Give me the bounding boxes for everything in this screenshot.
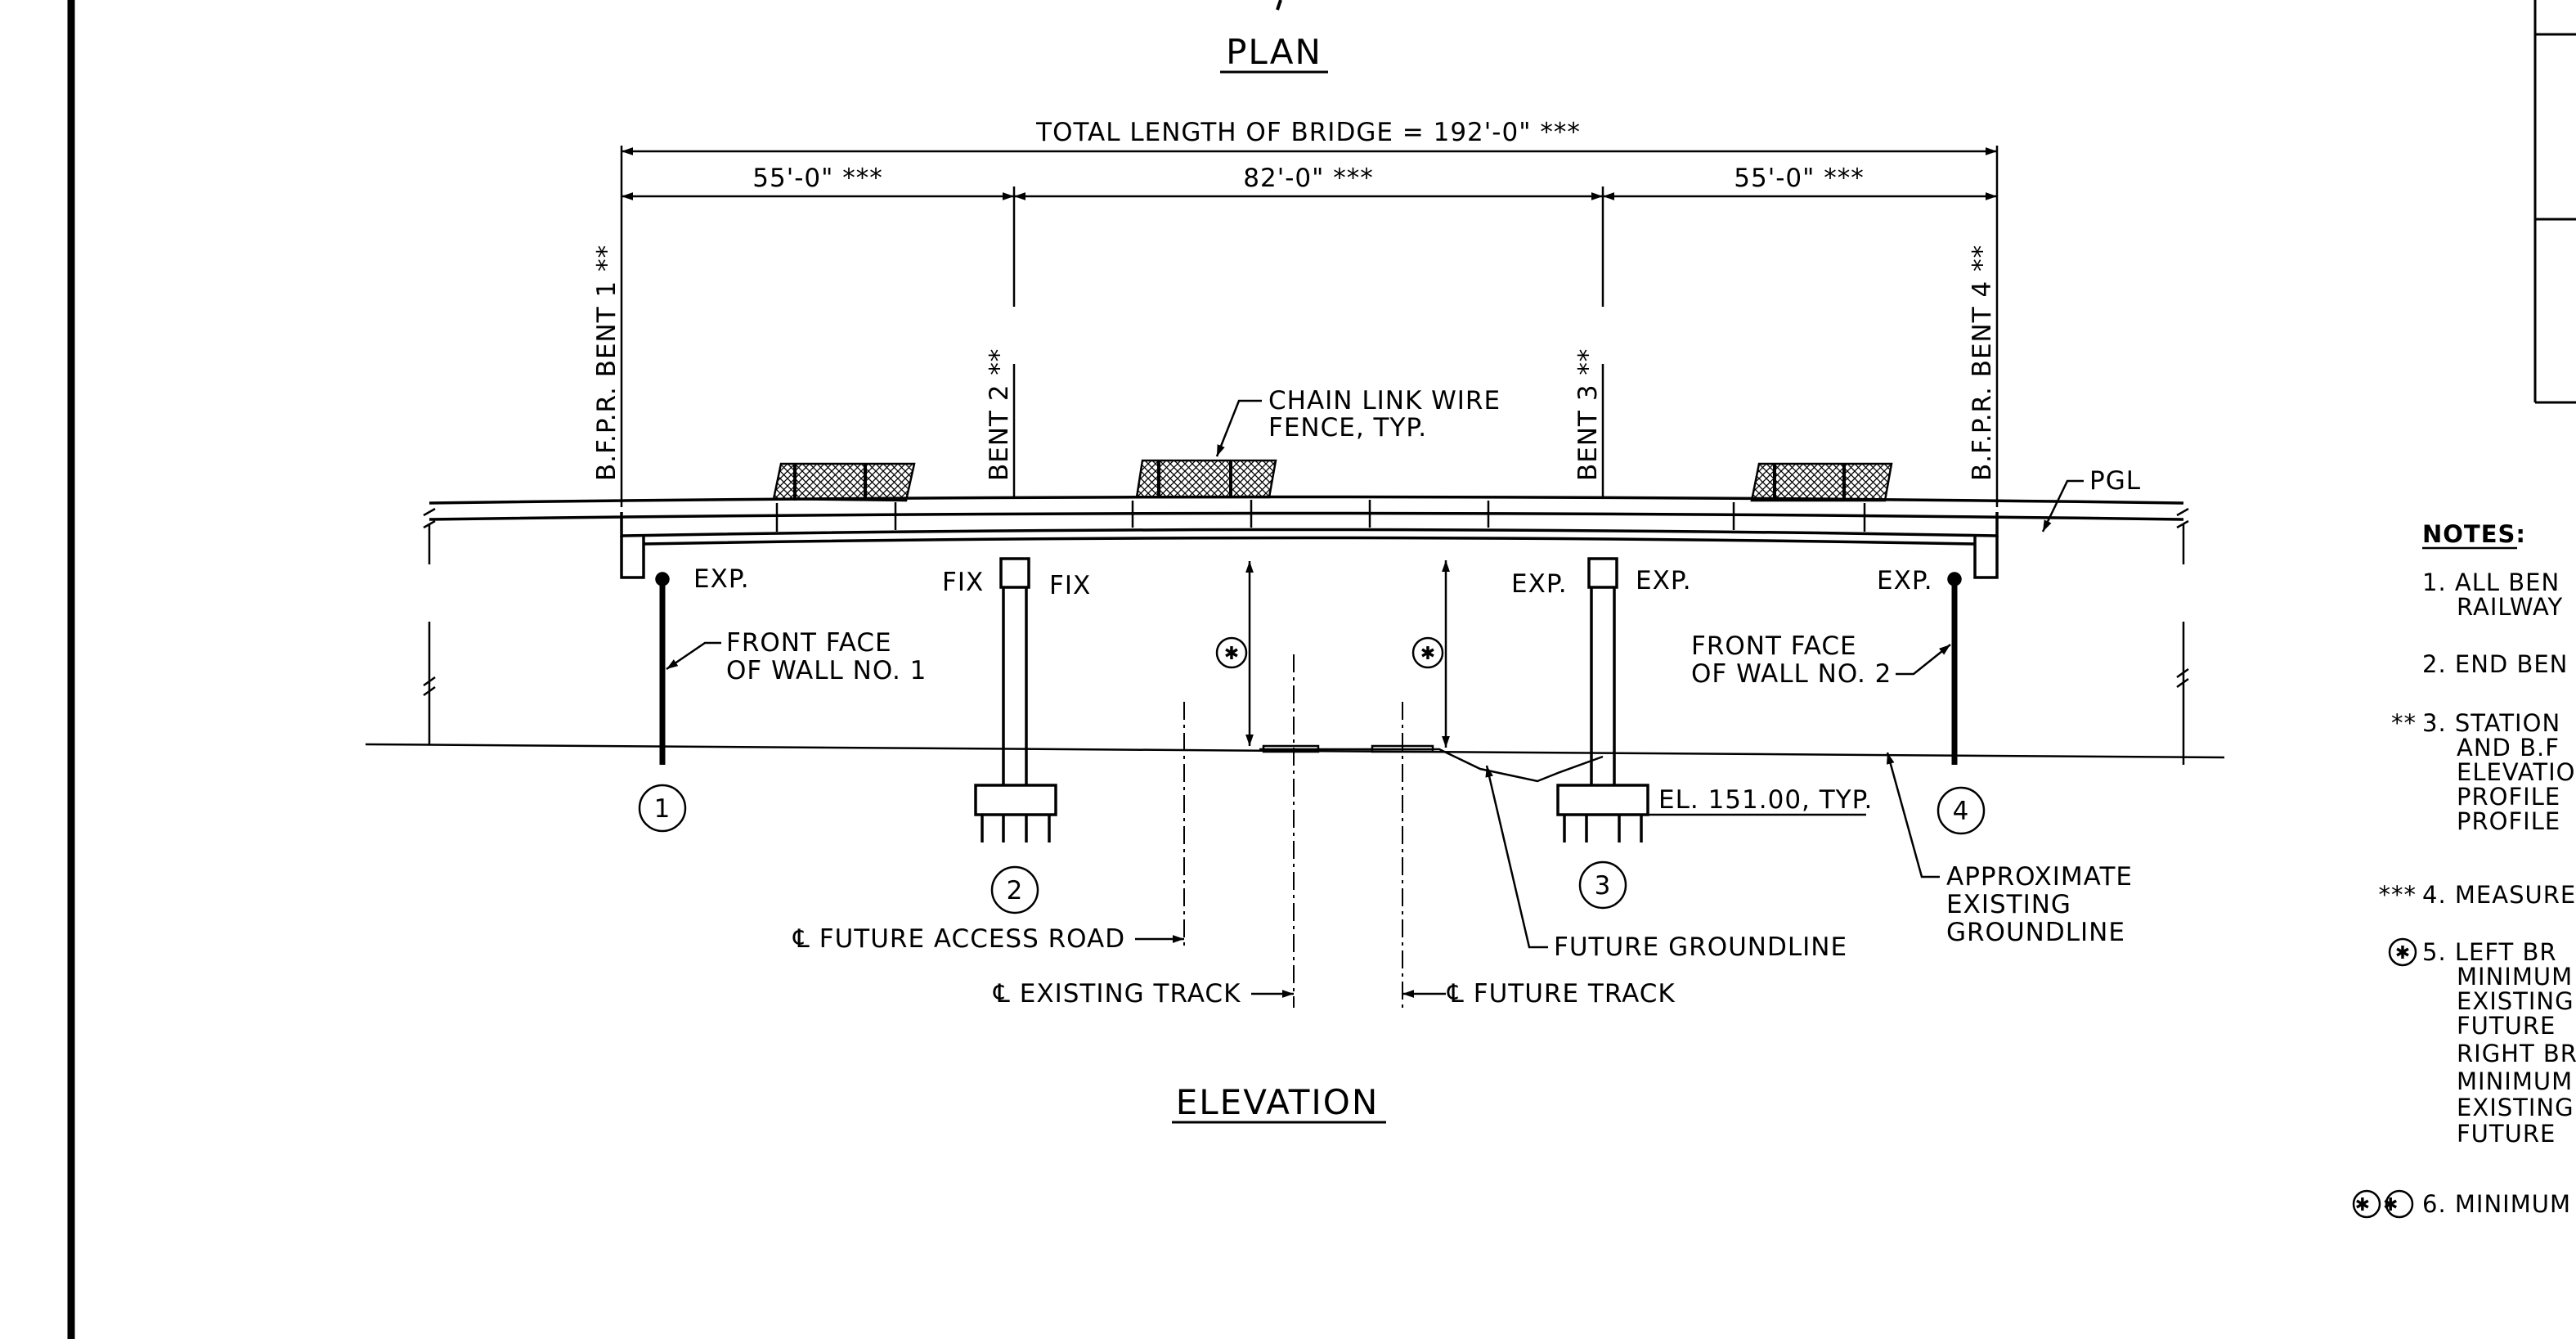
bearing-fix-bent2-right: FIX	[1049, 571, 1091, 600]
future-groundline	[1259, 748, 1604, 783]
bent-number-2: 2	[1007, 876, 1024, 905]
elevation-title: ELEVATION	[1176, 1082, 1380, 1122]
existing-track-callout: ℄ EXISTING TRACK	[993, 979, 1241, 1009]
note-3-line1: 3. STATION	[2422, 709, 2560, 737]
note-6-marker-circle-a	[2352, 1189, 2381, 1219]
approx-groundline-line1: APPROXIMATE	[1946, 862, 2133, 892]
bent-number-3: 3	[1595, 871, 1612, 901]
note-4-line1: 4. MEASURE	[2422, 881, 2576, 909]
span1-dimension: 55'-0" ***	[752, 164, 883, 193]
pgl-label: PGL	[2089, 466, 2141, 496]
total-length-dimension: TOTAL LENGTH OF BRIDGE = 192'-0" ***	[1035, 118, 1581, 147]
bent-3-column	[1556, 557, 1649, 842]
elevation-callout: EL. 151.00, TYP.	[1658, 785, 1873, 815]
top-mark	[1276, 0, 1282, 11]
span2-dimension: 82'-0" ***	[1243, 164, 1374, 193]
existing-groundline	[365, 622, 2225, 765]
bearing-exp-bent3-left: EXP.	[1511, 569, 1568, 599]
note-5-line2: MINIMUM	[2457, 963, 2573, 991]
span3-dimension: 55'-0" ***	[1734, 164, 1865, 193]
fence-callout-line1: CHAIN LINK WIRE	[1268, 386, 1501, 416]
wall1-leader	[666, 641, 721, 671]
dimension-lines	[620, 146, 1999, 507]
bearing-exp-bent4: EXP.	[1877, 566, 1933, 595]
track-rails	[1262, 744, 1434, 753]
note-5-marker-circle	[2388, 937, 2417, 967]
bent-number-circles	[638, 784, 1986, 914]
note-3-line3: ELEVATIO	[2457, 758, 2575, 786]
deck-break-lines	[423, 507, 2189, 564]
clearance-symbol-left: ✱	[1224, 644, 1239, 664]
note-5-marker: ✱	[2395, 943, 2410, 964]
note-5-line4: FUTURE	[2457, 1012, 2556, 1040]
note-5-line7: EXISTING	[2457, 1094, 2574, 1121]
chain-link-fence	[772, 459, 1893, 502]
notes-heading: NOTES:	[2422, 520, 2526, 548]
note-3-marker: **	[2391, 709, 2417, 737]
note-6-line1: 6. MINIMUM	[2422, 1190, 2571, 1218]
approx-groundline-leader	[1886, 752, 1940, 878]
note-3-line2: AND B.F	[2457, 734, 2560, 762]
deck-panel-joints	[775, 500, 1866, 532]
bearing-exp-bent3-right: EXP.	[1636, 566, 1692, 595]
wall1-callout-line1: FRONT FACE	[726, 628, 892, 658]
note-3-line4: PROFILE	[2457, 783, 2560, 811]
note-6-marker-circle-b	[2385, 1189, 2414, 1219]
note-2-line1: 2. END BEN	[2422, 650, 2568, 678]
bent4-label: B.F.P.R. BENT 4 **	[1968, 245, 1997, 481]
pgl-leader	[2041, 479, 2084, 532]
approx-groundline-line3: GROUNDLINE	[1946, 918, 2125, 947]
bearing-exp-bent1: EXP.	[693, 564, 750, 594]
end-bent-1	[620, 536, 670, 765]
wall2-callout-line1: FRONT FACE	[1691, 631, 1857, 661]
note-3-line5: PROFILE	[2457, 807, 2560, 835]
wall2-callout-line2: OF WALL NO. 2	[1691, 659, 1892, 689]
clearance-symbol-right: ✱	[1420, 644, 1435, 664]
future-groundline-leader	[1485, 765, 1548, 949]
bent-number-4: 4	[1953, 797, 1970, 826]
bridge-deck	[429, 495, 2184, 546]
note-5-line8: FUTURE	[2457, 1120, 2556, 1148]
note-5-line3: EXISTING	[2457, 987, 2574, 1015]
access-road-callout: ℄ FUTURE ACCESS ROAD	[792, 924, 1125, 954]
note-6-marker: ✱✱	[2355, 1195, 2412, 1215]
note-4-marker: ***	[2379, 881, 2417, 909]
bent3-label: BENT 3 **	[1573, 348, 1603, 481]
bent-number-1: 1	[654, 794, 671, 824]
end-bent-4	[1947, 536, 1999, 765]
future-track-callout: ℄ FUTURE TRACK	[1447, 979, 1676, 1009]
plan-title: PLAN	[1226, 32, 1322, 72]
centerlines	[1183, 654, 1403, 1008]
note-5-line6: MINIMUM	[2457, 1067, 2573, 1095]
future-groundline-callout: FUTURE GROUNDLINE	[1554, 932, 1847, 962]
title-block	[2533, 0, 2576, 404]
wall2-leader	[1896, 644, 1951, 676]
clearance-dimensions	[1215, 560, 1450, 748]
fence-leader	[1215, 399, 1262, 457]
note-1-line2: RAILWAY	[2457, 593, 2563, 621]
notes-panel: NOTES: 1. ALL BEN RAILWAY 2. END BEN ** …	[2352, 520, 2576, 1219]
note-5-line5: RIGHT BR	[2457, 1040, 2576, 1067]
note-5-line1: 5. LEFT BR	[2422, 938, 2557, 966]
fence-callout-line2: FENCE, TYP.	[1268, 413, 1427, 443]
bearing-fix-bent2-left: FIX	[942, 568, 984, 597]
bent2-label: BENT 2 **	[985, 348, 1014, 481]
approx-groundline-line2: EXISTING	[1946, 890, 2071, 919]
bent1-label: B.F.P.R. BENT 1 **	[592, 245, 622, 481]
note-1-line1: 1. ALL BEN	[2422, 568, 2560, 596]
wall1-callout-line2: OF WALL NO. 1	[726, 656, 927, 685]
bent-2-column	[974, 557, 1057, 842]
